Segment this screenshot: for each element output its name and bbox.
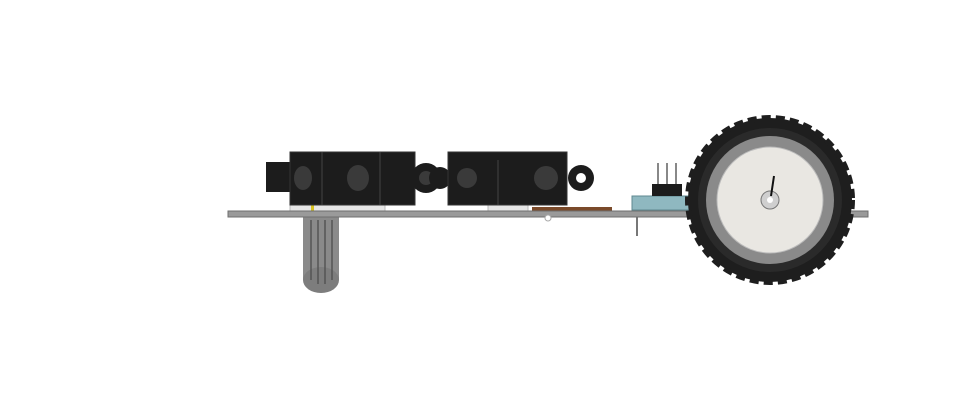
driver-board [631,163,691,236]
caster-wheel [303,216,339,293]
distance-sensor-left [266,151,416,206]
pcb-board [532,207,612,212]
distance-sensor-right [447,151,594,206]
drive-wheel [685,115,855,285]
mount-ring [411,163,451,193]
